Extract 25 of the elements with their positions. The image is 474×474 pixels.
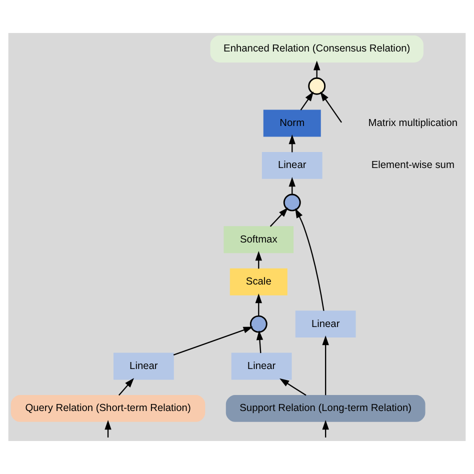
arrow bbox=[295, 208, 324, 311]
arrow bbox=[255, 293, 262, 316]
node-box: Support Relation (Long-term Relation) bbox=[226, 395, 426, 422]
node-box: Norm bbox=[263, 110, 321, 137]
node-circle bbox=[250, 315, 268, 333]
label: Matrix multiplication bbox=[368, 118, 458, 129]
node-circle bbox=[283, 194, 301, 212]
arrow bbox=[256, 330, 264, 354]
arrow bbox=[118, 378, 134, 396]
label: Element-wise sum bbox=[371, 160, 454, 172]
arrow bbox=[300, 92, 314, 110]
node-box: Scale bbox=[230, 268, 288, 296]
arrow bbox=[320, 92, 342, 123]
node-box: Linear bbox=[231, 352, 292, 380]
node-circle bbox=[308, 77, 326, 95]
node-box: Linear bbox=[295, 310, 356, 338]
node-box: Linear bbox=[113, 352, 174, 380]
arrow bbox=[173, 326, 254, 356]
node-box: Query Relation (Short-term Relation) bbox=[10, 395, 206, 422]
node-box: Softmax bbox=[224, 226, 294, 254]
arrow bbox=[322, 335, 329, 396]
arrow bbox=[270, 208, 288, 227]
node-box: Linear bbox=[262, 152, 322, 179]
node-box: Enhanced Relation (Consensus Relation) bbox=[210, 36, 424, 62]
arrow bbox=[280, 378, 306, 396]
